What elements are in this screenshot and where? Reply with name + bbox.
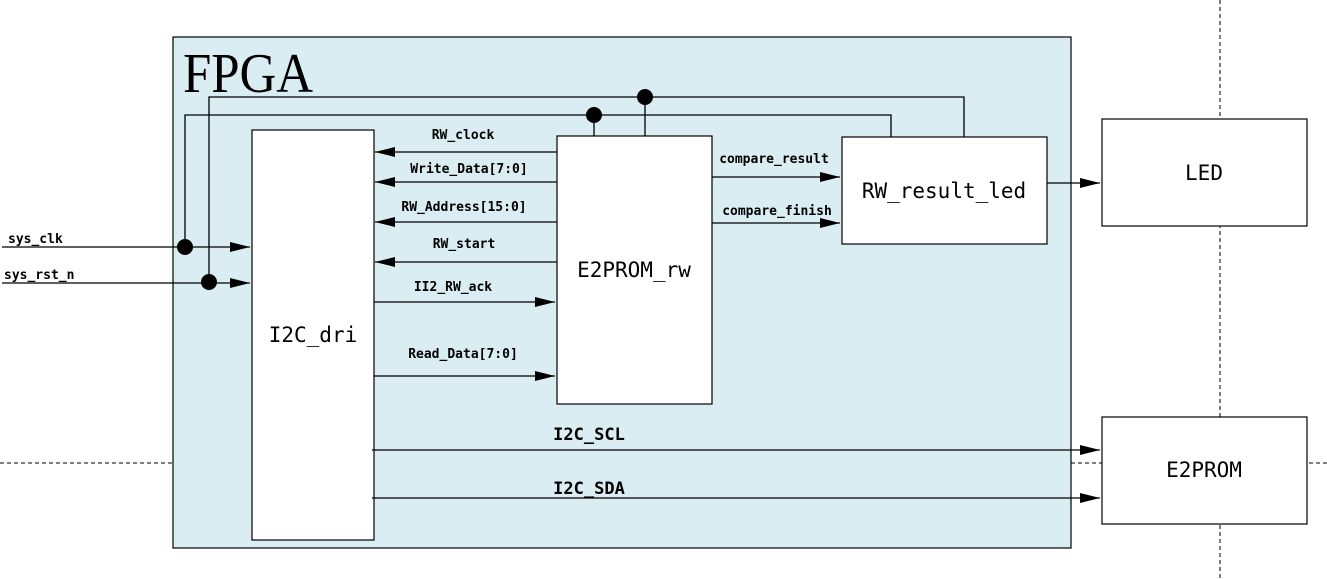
e2prom-rw-label: E2PROM_rw bbox=[577, 258, 691, 282]
e2prom-label: E2PROM bbox=[1166, 458, 1242, 482]
i2c-dri-label: I2C_dri bbox=[269, 323, 358, 347]
rw-clock-label: RW_clock bbox=[432, 128, 495, 143]
sys-rst-n-label: sys_rst_n bbox=[4, 268, 74, 283]
compare-result-label: compare_result bbox=[719, 152, 829, 167]
i2c-dri-block bbox=[251, 129, 375, 541]
fpga-title: FPGA bbox=[183, 43, 314, 105]
i2c-sda-label: I2C_SDA bbox=[553, 479, 625, 499]
led-block bbox=[1101, 118, 1308, 227]
read-data-label: Read_Data[7:0] bbox=[408, 347, 518, 362]
write-data-label: Write_Data[7:0] bbox=[410, 162, 527, 177]
rw-address-label: RW_Address[15:0] bbox=[401, 200, 526, 215]
rw-result-led-label: RW_result_led bbox=[862, 179, 1026, 203]
sys-clk-label: sys_clk bbox=[8, 232, 63, 247]
e2prom-rw-block bbox=[556, 135, 713, 405]
led-label: LED bbox=[1185, 161, 1223, 185]
i2c-scl-label: I2C_SCL bbox=[553, 425, 625, 445]
rw-start-label: RW_start bbox=[433, 237, 496, 252]
rw-result-led-block bbox=[841, 136, 1048, 245]
compare-finish-label: compare_finish bbox=[722, 204, 832, 219]
e2prom-block bbox=[1101, 416, 1308, 525]
rw-ack-label: II2_RW_ack bbox=[414, 280, 492, 295]
